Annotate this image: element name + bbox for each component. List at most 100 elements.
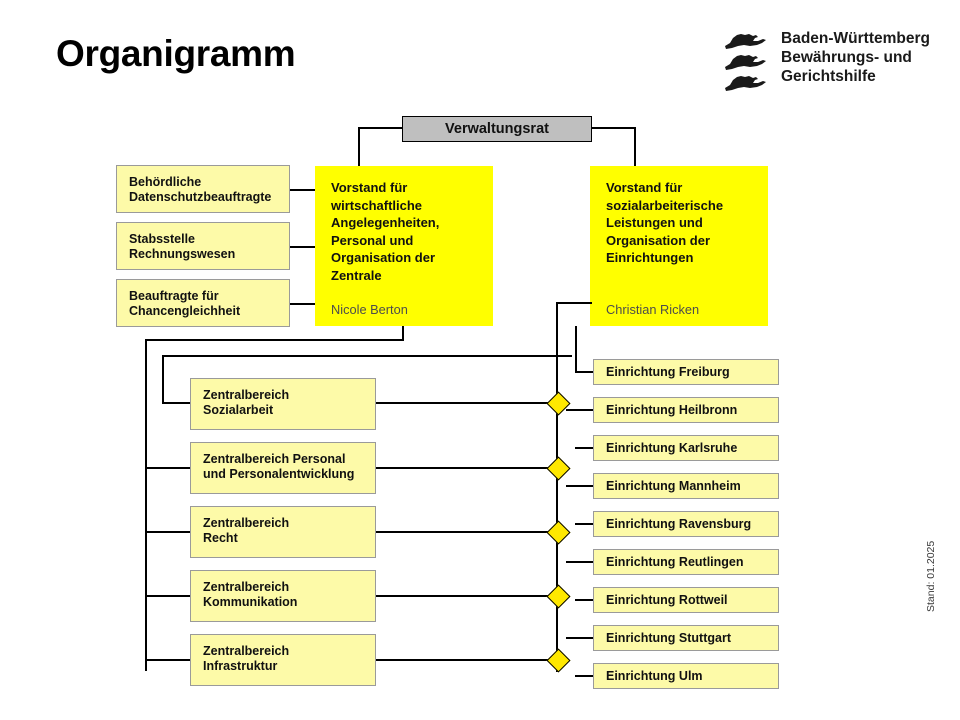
- stand-date: Stand: 01.2025: [925, 540, 937, 612]
- logo-line-3: Gerichtshilfe: [781, 68, 876, 85]
- page-title: Organigramm: [56, 33, 296, 74]
- connector-central-1-to-diamond: [376, 402, 558, 404]
- connector-central-4-to-diamond: [376, 595, 558, 597]
- node-einrichtung-ulm[interactable]: Einrichtung Ulm: [593, 663, 779, 689]
- connector-central-5: [145, 659, 200, 661]
- connector-central-2: [145, 467, 200, 469]
- lion-icon: [725, 55, 766, 70]
- connector-staff-3: [290, 303, 315, 305]
- node-label: Einrichtung Freiburg: [606, 365, 730, 379]
- node-zentralbereich-recht[interactable]: Zentralbereich Recht: [190, 506, 376, 558]
- node-label-line-2: Infrastruktur: [203, 659, 278, 673]
- node-label-line-6: Zentrale: [331, 267, 382, 283]
- connector-exec2-inner-to-facility: [575, 371, 593, 373]
- node-staff-rechnungswesen[interactable]: Stabsstelle Rechnungswesen: [116, 222, 290, 270]
- node-vorstand-sozialarbeit[interactable]: Vorstand für sozialarbeiterische Leistun…: [590, 166, 768, 326]
- connector-central-1: [162, 402, 200, 404]
- connector-central-5-to-diamond: [376, 659, 558, 661]
- connector-exec1-to-trunk: [145, 339, 404, 341]
- node-zentralbereich-personal[interactable]: Zentralbereich Personal und Personalentw…: [190, 442, 376, 494]
- node-label-line-1: Zentralbereich: [203, 644, 290, 658]
- node-zentralbereich-kommunikation[interactable]: Zentralbereich Kommunikation: [190, 570, 376, 622]
- node-label-line-1: Zentralbereich: [203, 388, 290, 402]
- node-label-line-1: Zentralbereich: [203, 516, 290, 530]
- connector-board-left: [358, 127, 402, 129]
- node-label-line-4: Organisation der: [606, 232, 711, 248]
- node-staff-datenschutz[interactable]: Behördliche Datenschutzbeauftragte: [116, 165, 290, 213]
- node-label: Einrichtung Mannheim: [606, 479, 741, 493]
- connector-central-inner-trunk: [162, 355, 164, 404]
- node-label: Einrichtung Heilbronn: [606, 403, 738, 417]
- node-label-line-1: Vorstand für: [606, 180, 683, 195]
- connector-facility-2: [566, 409, 593, 411]
- node-einrichtung-ravensburg[interactable]: Einrichtung Ravensburg: [593, 511, 779, 537]
- node-label: Einrichtung Ulm: [606, 669, 703, 683]
- connector-board-right: [592, 127, 636, 129]
- lion-icon: [725, 34, 766, 49]
- logo-line-1: Baden-Württemberg: [781, 30, 930, 47]
- node-label-line-2: und Personalentwicklung: [203, 467, 355, 481]
- junction-diamond-2: [546, 456, 571, 481]
- node-label-line-2: Datenschutzbeauftragte: [129, 190, 272, 204]
- node-label-line-5: Einrichtungen: [606, 250, 694, 265]
- connector-exec2-left: [556, 302, 592, 304]
- connector-exec2-down-outer: [556, 302, 558, 672]
- node-einrichtung-stuttgart[interactable]: Einrichtung Stuttgart: [593, 625, 779, 651]
- node-label-line-2: Sozialarbeit: [203, 403, 274, 417]
- connector-facility-4: [566, 485, 593, 487]
- connector-facility-3: [575, 447, 593, 449]
- node-label-line-1: Zentralbereich Personal: [203, 452, 346, 466]
- node-label-line-1: Stabsstelle: [129, 232, 196, 246]
- node-vorstand-wirtschaft[interactable]: Vorstand für wirtschaftliche Angelegenhe…: [315, 166, 493, 326]
- node-label-line-5: Organisation der: [331, 250, 436, 265]
- node-label: Einrichtung Reutlingen: [606, 555, 744, 569]
- logo-text: Baden-Württemberg Bewährungs- und Gerich…: [781, 29, 930, 86]
- connector-facility-5: [575, 523, 593, 525]
- node-label: Einrichtung Stuttgart: [606, 631, 731, 645]
- connector-central-outer-trunk: [145, 339, 147, 671]
- node-zentralbereich-sozialarbeit[interactable]: Zentralbereich Sozialarbeit: [190, 378, 376, 430]
- node-label-line-3: Leistungen und: [606, 215, 703, 230]
- node-einrichtung-heilbronn[interactable]: Einrichtung Heilbronn: [593, 397, 779, 423]
- node-label-line-1: Behördliche: [129, 175, 202, 189]
- node-label-line-2: Rechnungswesen: [129, 247, 236, 261]
- node-label-line-4: Personal und: [331, 232, 414, 248]
- node-einrichtung-reutlingen[interactable]: Einrichtung Reutlingen: [593, 549, 779, 575]
- junction-diamond-4: [546, 584, 571, 609]
- node-label-line-2: wirtschaftliche: [331, 197, 423, 213]
- junction-diamond-3: [546, 520, 571, 545]
- node-person-name: Christian Ricken: [606, 301, 700, 317]
- logo: Baden-Württemberg Bewährungs- und Gerich…: [722, 29, 930, 93]
- node-einrichtung-mannheim[interactable]: Einrichtung Mannheim: [593, 473, 779, 499]
- connector-facility-6: [566, 561, 593, 563]
- node-einrichtung-rottweil[interactable]: Einrichtung Rottweil: [593, 587, 779, 613]
- logo-line-2: Bewährungs- und: [781, 49, 912, 66]
- connector-central-3: [145, 531, 200, 533]
- node-verwaltungsrat[interactable]: Verwaltungsrat: [402, 116, 592, 142]
- node-label-line-1: Zentralbereich: [203, 580, 290, 594]
- connector-central-2-to-diamond: [376, 467, 558, 469]
- node-einrichtung-karlsruhe[interactable]: Einrichtung Karlsruhe: [593, 435, 779, 461]
- connector-board-right-down: [634, 127, 636, 173]
- connector-exec1-down: [402, 326, 404, 341]
- junction-diamond-5: [546, 648, 571, 673]
- three-lions-icon: [722, 29, 768, 93]
- connector-exec2-down-inner: [575, 326, 577, 372]
- node-label-line-1: Beauftragte für: [129, 289, 219, 303]
- lion-icon: [725, 76, 766, 91]
- connector-facility-9: [575, 675, 593, 677]
- connector-facility-7: [575, 599, 593, 601]
- connector-staff-1: [290, 189, 315, 191]
- connector-central-3-to-diamond: [376, 531, 558, 533]
- node-label-line-2: Chancengleichheit: [129, 304, 241, 318]
- junction-diamond-1: [546, 391, 571, 416]
- node-label-line-2: Recht: [203, 531, 238, 545]
- node-person-name: Nicole Berton: [331, 302, 408, 317]
- node-staff-chancengleichheit[interactable]: Beauftragte für Chancengleichheit: [116, 279, 290, 327]
- node-label: Verwaltungsrat: [445, 120, 549, 137]
- node-label: Einrichtung Ravensburg: [606, 517, 752, 531]
- node-einrichtung-freiburg[interactable]: Einrichtung Freiburg: [593, 359, 779, 385]
- connector-facility-8: [566, 637, 593, 639]
- node-zentralbereich-infrastruktur[interactable]: Zentralbereich Infrastruktur: [190, 634, 376, 686]
